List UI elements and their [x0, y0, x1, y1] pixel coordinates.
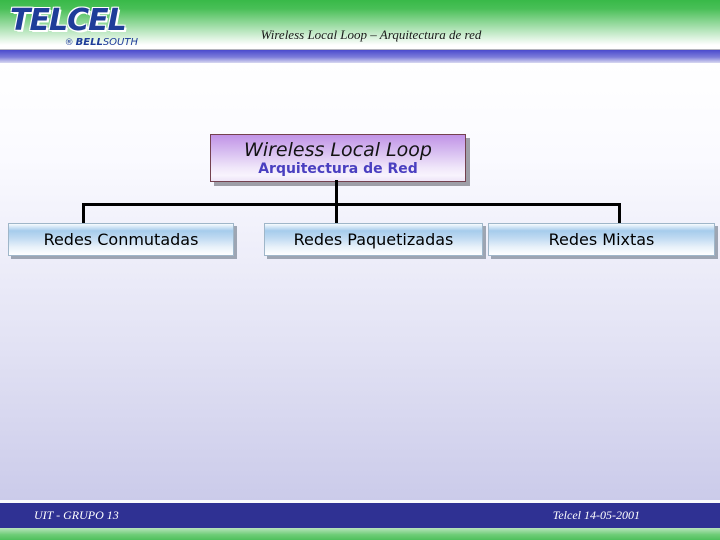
diagram-node-redes-mixtas: Redes Mixtas	[488, 223, 715, 256]
bellsouth-wordmark: ®BELLSOUTH	[10, 37, 138, 49]
slide-header: TELCEL ®BELLSOUTH Wireless Local Loop – …	[0, 0, 720, 50]
footer-group-label: UIT - GRUPO 13	[34, 508, 119, 522]
slide-header-title: Wireless Local Loop – Arquitectura de re…	[260, 27, 482, 42]
footer-date-label: Telcel 14-05-2001	[552, 508, 640, 522]
root-node-title: Wireless Local Loop	[244, 139, 432, 161]
bellsouth-bold-part: BELL	[75, 37, 103, 48]
diagram-node-redes-paquetizadas: Redes Paquetizadas	[264, 223, 483, 256]
diagram-node-redes-conmutadas: Redes Conmutadas	[8, 223, 234, 256]
footer-bar: UIT - GRUPO 13 Telcel 14-05-2001	[0, 503, 720, 528]
bellsouth-light-part: SOUTH	[102, 37, 138, 48]
connector-left-stub	[82, 203, 85, 223]
diagram-root-node: Wireless Local Loop Arquitectura de Red	[210, 134, 466, 182]
connector-horizontal	[82, 203, 621, 206]
header-divider-bar	[0, 50, 720, 63]
root-node-subtitle: Arquitectura de Red	[258, 161, 418, 177]
telcel-wordmark: TELCEL	[10, 3, 127, 38]
telcel-logo: TELCEL ®BELLSOUTH	[10, 3, 138, 49]
footer-divider-line	[0, 500, 720, 503]
footer-green-strip	[0, 528, 720, 540]
registered-trademark-icon: ®	[64, 38, 74, 48]
slide-content: Wireless Local Loop Arquitectura de Red …	[0, 63, 720, 500]
connector-root-stub	[335, 180, 338, 223]
connector-right-stub	[618, 203, 621, 223]
